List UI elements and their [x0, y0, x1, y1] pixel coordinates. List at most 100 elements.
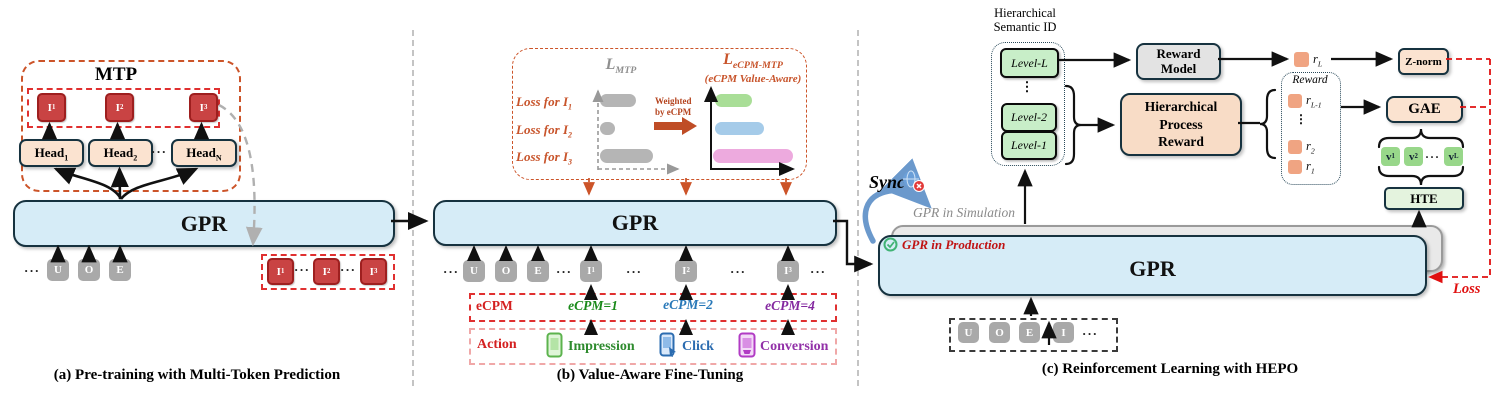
znorm-box: Z-norm: [1398, 48, 1449, 75]
input-token-i-c: I: [1053, 322, 1074, 343]
caption-a: (a) Pre-training with Multi-Token Predic…: [53, 367, 341, 383]
level-box-1: Level-1: [1001, 131, 1057, 160]
token-ellipsis-b2: ···: [626, 264, 643, 279]
weighted-arrow-label: Weighted by eCPM: [655, 96, 692, 117]
reward-label-r2: r2: [1306, 139, 1315, 156]
ecpm-row-label: eCPM: [476, 298, 513, 313]
gpr-production-label: GPR in Production: [902, 237, 1006, 252]
reward-token-r2: [1288, 140, 1302, 154]
value-ellipsis: ···: [1425, 150, 1441, 164]
hte-box: HTE: [1384, 187, 1464, 210]
ecpm-loss-bar-1: [715, 94, 752, 107]
sync-label: Sync: [869, 172, 905, 192]
loss-row-label-2: Loss for I2: [516, 122, 573, 140]
input-token-e-b: E: [527, 260, 549, 282]
input-token-o-a: O: [78, 259, 100, 281]
ecpm-dashed-box: [469, 293, 837, 322]
token-ellipsis-b0: ···: [443, 264, 460, 279]
gae-box: GAE: [1386, 96, 1463, 123]
ecpm-value-2: eCPM=2: [663, 297, 713, 312]
mtp-title: MTP: [94, 64, 138, 85]
input-ellipsis-c: ···: [1082, 326, 1099, 341]
generated-ellipsis-1: ···: [294, 262, 311, 277]
reward-label-r1: r1: [1306, 159, 1315, 176]
loss-panel-dashed-box: [512, 48, 807, 180]
reward-token-rL: [1294, 52, 1309, 67]
action-conversion-label: Conversion: [760, 339, 829, 354]
ecpm-value-3: eCPM=4: [765, 298, 815, 313]
input-dashed-box-c: [949, 318, 1118, 352]
conversion-phone-icon: [738, 332, 756, 358]
caption-b: (b) Value-Aware Fine-Tuning: [556, 367, 744, 383]
reward-label-rL: rL: [1313, 52, 1323, 69]
action-row-label: Action: [477, 337, 517, 352]
mtp-loss-bar-1: [600, 94, 636, 107]
action-click-label: Click: [682, 339, 714, 354]
production-check-icon: [883, 237, 898, 252]
loss-row-label-3: Loss for I3: [516, 149, 573, 167]
caption-c: (c) Reinforcement Learning with HEPO: [1041, 361, 1299, 377]
reward-stack-title: Reward: [1292, 74, 1328, 86]
input-token-e-a: E: [109, 259, 131, 281]
input-token-u-c: U: [958, 322, 979, 343]
action-impression-label: Impression: [568, 339, 635, 354]
mtp-loss-bar-3: [600, 149, 653, 163]
input-token-o-b: O: [495, 260, 517, 282]
loss-row-label-1: Loss for I1: [516, 94, 573, 112]
semantic-id-dotted-box: [991, 42, 1065, 166]
input-token-e-c: E: [1019, 322, 1040, 343]
level-box-L: Level-L: [1000, 48, 1059, 78]
token-ellipsis-b4: ···: [810, 264, 827, 279]
loss-feedback-label: Loss: [1453, 281, 1481, 297]
reward-vertical-ellipsis: ⋮: [1295, 112, 1307, 126]
gpr-box-c: GPR: [878, 235, 1427, 296]
panel-separator-2: [857, 30, 859, 386]
gpr-box-b: GPR: [433, 200, 837, 246]
sync-globe-icon: [903, 170, 925, 192]
input-token-u-a: U: [47, 259, 69, 281]
reward-stack-dotted-box: [1281, 72, 1341, 185]
input-token-o-c: O: [989, 322, 1010, 343]
click-phone-icon: [659, 332, 676, 357]
heads-ellipsis: ···: [151, 144, 168, 159]
action-dashed-box: [469, 328, 837, 365]
generated-ellipsis-2: ···: [340, 262, 357, 277]
levels-vertical-ellipsis: ⋮: [1020, 79, 1034, 94]
gpr-box-a: GPR: [13, 200, 395, 247]
head-box-n: HeadN: [171, 139, 237, 167]
reward-token-r1: [1288, 160, 1302, 174]
reward-label-rL1: rL-1: [1306, 93, 1322, 110]
panel-separator-1: [412, 30, 414, 386]
input-ellipsis-a: ···: [24, 263, 41, 278]
reward-token-rL1: [1288, 94, 1302, 108]
lecpm-mtp-subtitle: (eCPM Value-Aware): [704, 73, 802, 85]
impression-phone-icon: [546, 332, 563, 358]
token-ellipsis-b1: ···: [556, 264, 573, 279]
level-box-2: Level-2: [1001, 103, 1057, 132]
head-box-2: Head2: [88, 139, 153, 167]
lecpm-mtp-title: LeCPM-MTP: [723, 51, 783, 72]
head-box-1: Head1: [19, 139, 84, 167]
input-token-u-b: U: [463, 260, 485, 282]
ecpm-value-1: eCPM=1: [568, 298, 618, 313]
generated-tokens-dashed-box: [261, 254, 395, 290]
mtp-loss-bar-2: [600, 122, 615, 135]
token-ellipsis-b3: ···: [730, 264, 747, 279]
ecpm-loss-bar-3: [713, 149, 793, 163]
